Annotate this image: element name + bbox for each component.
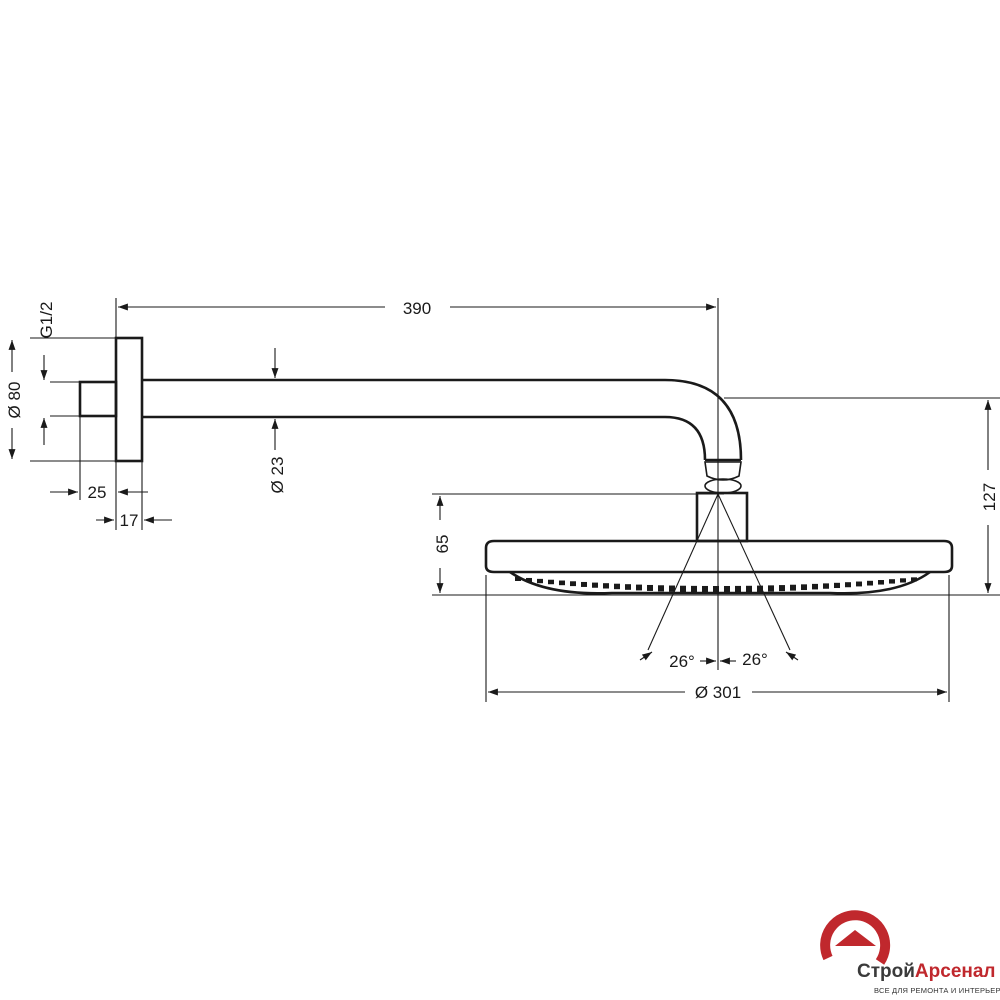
connection-stub [78, 380, 118, 418]
nozzle [724, 585, 730, 593]
nozzle [702, 585, 708, 593]
nozzle [878, 580, 884, 585]
nozzle [867, 580, 873, 586]
nozzle [526, 577, 532, 583]
nozzle [548, 579, 554, 585]
nozzle [735, 585, 741, 593]
logo-tagline: ВСЕ ДЛЯ РЕМОНТА И ИНТЕРЬЕРА [874, 986, 1000, 995]
shower-arm [142, 378, 743, 462]
dim-label-17: 17 [120, 511, 139, 530]
nozzle [801, 584, 807, 591]
nozzle [691, 585, 697, 593]
dim-label-thread: G1/2 [37, 302, 56, 339]
nozzle [790, 584, 796, 591]
nozzle [581, 581, 587, 587]
nozzle [713, 585, 719, 593]
nozzle [647, 584, 653, 591]
dim-label-301: Ø 301 [695, 683, 741, 702]
nozzle [834, 582, 840, 589]
logo-name: СтройАрсенал [857, 961, 996, 982]
dim-thread: G1/2 [37, 302, 56, 445]
spray-nozzles [515, 577, 917, 593]
nozzle [515, 577, 521, 581]
dim-head-diameter: Ø 301 [488, 683, 947, 702]
brand-logo: СтройАрсенал ВСЕ ДЛЯ РЕМОНТА И ИНТЕРЬЕРА [820, 910, 1000, 995]
nozzle [779, 585, 785, 592]
nozzle [911, 577, 917, 582]
dim-flange-thickness: 17 [96, 511, 172, 530]
dim-label-65: 65 [433, 535, 452, 554]
centerlines [30, 298, 1000, 702]
dim-arm-length: 390 [118, 299, 716, 318]
nozzle [889, 579, 895, 584]
dim-label-flange: Ø 80 [5, 382, 24, 419]
nozzle [823, 583, 829, 589]
nozzle [680, 585, 686, 593]
shower-head [484, 539, 954, 595]
dim-spray-angle: 26° 26° [639, 493, 799, 671]
wall-flange [114, 336, 144, 463]
nozzle [812, 583, 818, 590]
nozzle [757, 585, 763, 592]
nozzle [625, 584, 631, 590]
nozzle [537, 578, 543, 584]
house-arc-icon [820, 910, 891, 965]
dim-flange-diameter: Ø 80 [5, 340, 24, 459]
nozzle [614, 583, 620, 590]
nozzle [768, 585, 774, 592]
nozzle [658, 585, 664, 592]
dim-label-127: 127 [980, 483, 999, 511]
dim-stub-length: 25 [50, 483, 148, 502]
dim-label-angle-left: 26° [669, 652, 695, 671]
nozzle [592, 582, 598, 588]
nozzle [669, 585, 675, 592]
nozzle [603, 583, 609, 589]
nozzle [900, 578, 906, 583]
nozzle [636, 584, 642, 591]
house-roof-icon [835, 930, 876, 946]
nozzle [570, 581, 576, 587]
nozzle [856, 581, 862, 587]
dim-label-pipe: Ø 23 [268, 457, 287, 494]
dim-head-height: 65 [433, 496, 452, 593]
nozzle [559, 580, 565, 586]
dim-label-390: 390 [403, 299, 431, 318]
dim-label-25: 25 [88, 483, 107, 502]
dim-drop-height: 127 [980, 400, 999, 593]
dim-pipe-diameter: Ø 23 [268, 348, 287, 493]
dim-label-angle-right: 26° [742, 650, 768, 669]
nozzle [746, 585, 752, 593]
nozzle [845, 582, 851, 588]
